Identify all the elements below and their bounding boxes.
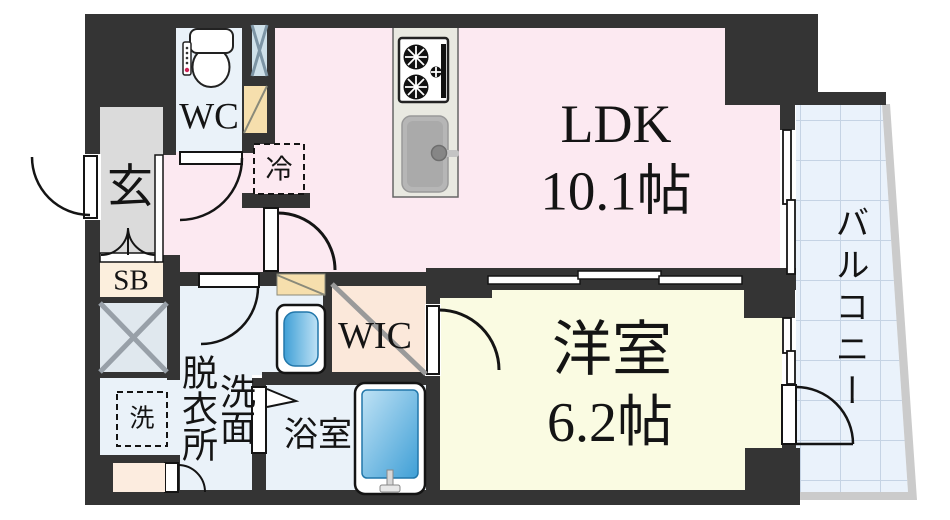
western-room-label: 洋室: [552, 317, 672, 383]
wc-door-arc: [179, 157, 244, 222]
wic-diagonal: [330, 282, 428, 376]
ldk-door-arc: [277, 211, 337, 271]
entrance-door-leaf: [83, 155, 98, 219]
entrance-step: [154, 154, 164, 263]
washer-outline: [116, 391, 168, 447]
closet-door-arc: [177, 464, 206, 493]
ldk-label: LDK: [560, 94, 672, 154]
bath-label: 浴室: [284, 417, 352, 454]
closet-door-leaf: [164, 462, 179, 493]
stove-icon: [397, 36, 450, 104]
fridge-label: 冷: [265, 154, 293, 185]
bathtub-icon: [353, 381, 427, 496]
entrance-label: 玄: [107, 161, 153, 212]
balcony-door-arc: [795, 385, 855, 446]
dressing-room-label: 脱衣所: [177, 354, 217, 462]
wic-door-arc: [438, 308, 501, 371]
ldk-door-leaf: [263, 207, 279, 272]
washer-label: 洗: [129, 405, 155, 433]
western-room-size-label: 6.2帖: [547, 392, 673, 454]
dressing-floor: [180, 286, 252, 490]
wic-label: WIC: [338, 315, 412, 357]
western-balcony-window: [782, 317, 796, 385]
shoebox-label: SB: [113, 264, 149, 297]
shoebox-door-arcs: [100, 227, 157, 256]
dressing-door-leaf: [198, 273, 260, 288]
washroom-label: 洗面: [215, 373, 255, 445]
washbasin-icon: [275, 303, 327, 375]
bath-door-fold-mark: [266, 388, 300, 408]
closet-floor: [113, 463, 165, 492]
ldk-balcony-window: [782, 129, 796, 275]
dressing-door-arc: [200, 286, 260, 346]
sliding-door: [487, 270, 743, 285]
fridge-outline: [253, 143, 305, 195]
ldk-size-label: 10.1帖: [540, 160, 692, 222]
storage-boxes: [98, 24, 326, 492]
western-room-floor: [440, 288, 782, 490]
balcony-door-leaf: [781, 384, 797, 445]
toilet-icon: [182, 28, 234, 88]
balcony-label: バルコニー: [830, 205, 867, 415]
wc-door-leaf: [179, 151, 243, 165]
wc-label: WC: [179, 96, 239, 138]
ps-box-x: [250, 24, 269, 77]
entrance-door-arc: [30, 156, 91, 217]
shoebox-floor: [100, 262, 163, 300]
bath-door-leaf: [251, 386, 267, 454]
wic-door-leaf: [426, 305, 440, 375]
ldk-floor: [275, 26, 780, 272]
void-box-x: [98, 301, 169, 374]
sink-icon: [401, 115, 459, 193]
doors-windows: [30, 129, 855, 493]
